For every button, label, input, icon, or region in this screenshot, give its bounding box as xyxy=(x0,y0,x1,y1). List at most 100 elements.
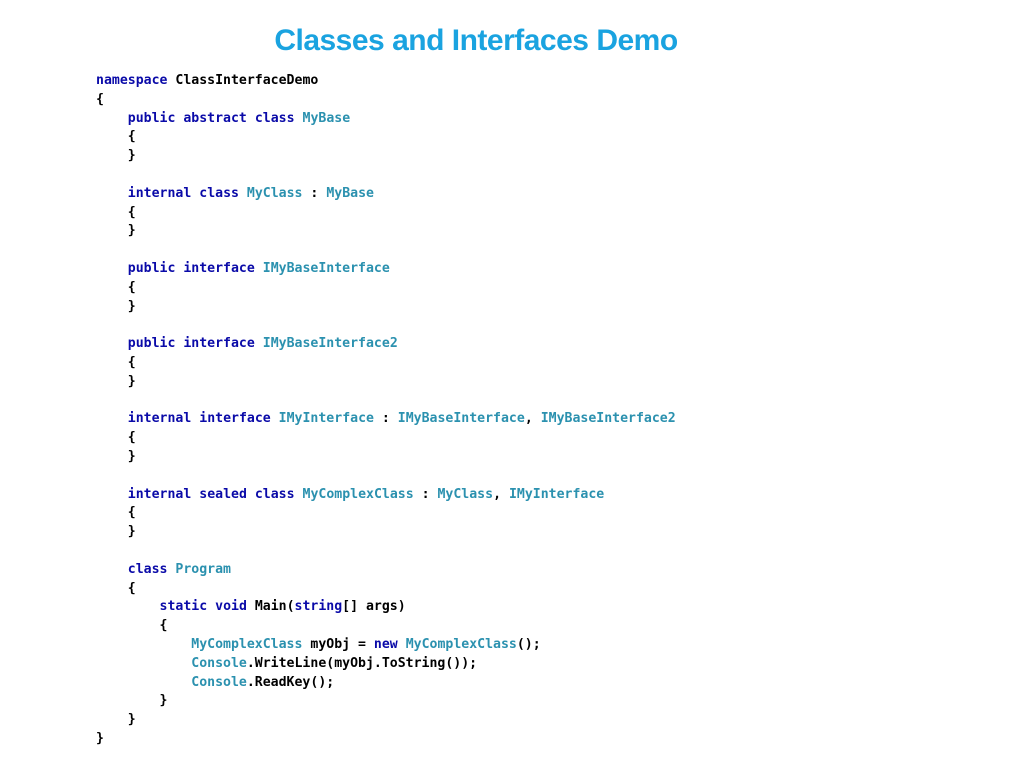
code-keyword: new xyxy=(373,636,398,652)
code-keyword: void xyxy=(215,599,247,615)
code-type-name: IMyInterface xyxy=(508,486,605,502)
code-block: namespace ClassInterfaceDemo{ public abs… xyxy=(96,72,676,749)
code-line: namespace ClassInterfaceDemo xyxy=(96,72,676,91)
code-line: { xyxy=(96,128,676,147)
code-keyword: public xyxy=(127,336,176,352)
code-text: { xyxy=(96,279,136,295)
code-line: { xyxy=(96,429,676,448)
code-line: } xyxy=(96,523,676,542)
code-text: .ReadKey(); xyxy=(246,674,335,690)
code-type-name: MyBase xyxy=(302,110,351,126)
code-type-name: Console xyxy=(191,655,247,671)
code-keyword: internal xyxy=(127,185,192,201)
code-type-name: MyClass xyxy=(437,486,494,502)
code-line xyxy=(96,316,676,335)
code-text xyxy=(96,656,191,671)
code-type-name: MyComplexClass xyxy=(191,636,303,652)
code-text: { xyxy=(96,580,136,596)
code-text: : xyxy=(373,411,398,427)
code-text: { xyxy=(96,618,168,634)
code-text xyxy=(207,599,215,614)
code-keyword: public xyxy=(127,110,176,126)
code-type-name: MyComplexClass xyxy=(405,636,517,652)
code-text: } xyxy=(96,148,136,164)
code-line: } xyxy=(96,222,676,241)
code-line: { xyxy=(96,354,676,373)
code-keyword: sealed xyxy=(199,486,247,502)
code-text xyxy=(247,487,255,502)
code-line: public abstract class MyBase xyxy=(96,110,676,129)
code-text: } xyxy=(96,524,136,540)
code-text xyxy=(96,562,128,577)
code-type-name: MyComplexClass xyxy=(302,486,414,502)
code-text xyxy=(239,186,247,201)
code-type-name: IMyBaseInterface2 xyxy=(540,411,676,427)
code-line: static void Main(string[] args) xyxy=(96,598,676,617)
code-text: .WriteLine(myObj.ToString()); xyxy=(246,655,478,671)
code-text: } xyxy=(96,298,136,314)
code-text: , xyxy=(493,486,509,502)
code-text: { xyxy=(96,354,136,370)
code-type-name: IMyBaseInterface xyxy=(262,260,390,276)
code-text: : xyxy=(413,486,438,502)
code-keyword: internal xyxy=(127,486,192,502)
code-line: { xyxy=(96,204,676,223)
code-line: Console.WriteLine(myObj.ToString()); xyxy=(96,655,676,674)
code-type-name: MyClass xyxy=(246,185,303,201)
code-text: myObj = xyxy=(302,636,374,652)
code-text: { xyxy=(96,505,136,521)
code-text: { xyxy=(96,430,136,446)
code-line: { xyxy=(96,617,676,636)
code-line: MyComplexClass myObj = new MyComplexClas… xyxy=(96,636,676,655)
code-keyword: public xyxy=(127,260,176,276)
code-text: } xyxy=(96,730,104,746)
code-text xyxy=(96,599,160,614)
code-text xyxy=(96,186,128,201)
code-text xyxy=(247,111,255,126)
code-text: { xyxy=(96,204,136,220)
code-line: } xyxy=(96,448,676,467)
code-text: , xyxy=(524,411,541,427)
code-text xyxy=(96,675,191,690)
code-line: } xyxy=(96,730,676,749)
code-keyword: class xyxy=(254,486,295,502)
code-text: [] args) xyxy=(342,599,406,615)
code-keyword: internal xyxy=(127,411,192,427)
code-text: } xyxy=(96,223,136,239)
code-text xyxy=(255,261,263,276)
code-keyword: abstract xyxy=(183,110,247,126)
code-line: internal sealed class MyComplexClass : M… xyxy=(96,486,676,505)
code-line: internal class MyClass : MyBase xyxy=(96,185,676,204)
code-line xyxy=(96,392,676,411)
code-type-name: MyBase xyxy=(326,185,374,201)
code-text xyxy=(96,411,128,426)
code-text xyxy=(96,336,128,351)
code-line: } xyxy=(96,373,676,392)
code-keyword: interface xyxy=(183,260,255,276)
code-keyword: interface xyxy=(183,336,255,352)
code-line: } xyxy=(96,711,676,730)
code-keyword: static xyxy=(159,599,208,615)
code-text: (); xyxy=(516,636,541,652)
code-line: public interface IMyBaseInterface xyxy=(96,260,676,279)
code-text xyxy=(271,411,279,426)
code-type-name: Console xyxy=(191,674,247,690)
code-text xyxy=(295,111,303,126)
code-keyword: class xyxy=(199,185,239,201)
code-text: : xyxy=(302,185,327,201)
code-line: { xyxy=(96,279,676,298)
code-text: Main( xyxy=(246,599,295,615)
code-text: { xyxy=(96,129,136,145)
code-keyword: class xyxy=(254,110,295,126)
code-text: ClassInterfaceDemo xyxy=(167,73,319,88)
code-type-name: Program xyxy=(175,561,231,577)
code-text xyxy=(96,261,128,276)
code-line xyxy=(96,542,676,561)
code-text: } xyxy=(96,712,136,728)
code-line: { xyxy=(96,91,676,110)
code-line xyxy=(96,166,676,185)
code-type-name: IMyBaseInterface2 xyxy=(262,336,398,352)
code-line: class Program xyxy=(96,561,676,580)
code-line: } xyxy=(96,147,676,166)
